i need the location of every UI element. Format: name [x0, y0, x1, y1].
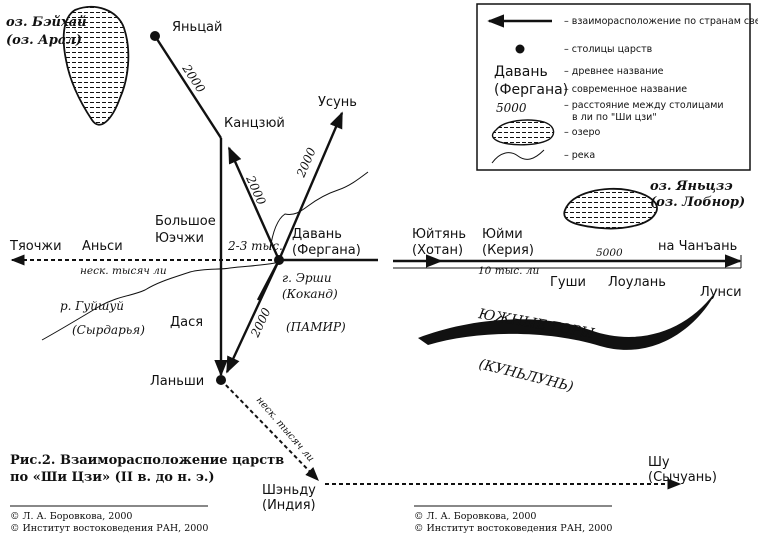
- label-guishui: р. Гуйшуй: [60, 299, 124, 313]
- route-davan-kangju: [227, 146, 281, 261]
- route-davan-ershi: [256, 259, 281, 301]
- legend-dist-sample: 5000: [496, 101, 527, 115]
- label-lunsi: Лунси: [700, 285, 742, 300]
- legend-name-sample: Давань: [494, 64, 548, 80]
- legend-river-icon: [491, 149, 545, 164]
- label-tyaochzhi: Тяочжи: [9, 239, 62, 254]
- label-lobnor: (оз. Лобнор): [650, 195, 745, 210]
- dist-davan-yuechzhi: 2-3 тыс.: [227, 239, 283, 253]
- copyright-right-1: © Л. А. Боровкова, 2000: [414, 511, 536, 522]
- label-chanan: на Чанъань: [658, 239, 737, 254]
- label-shu: Шу: [648, 455, 670, 470]
- label-yuimi: Юйми: [482, 227, 523, 242]
- kunlun-mountains: [418, 288, 718, 350]
- dist-east: 10 тыс. ли: [478, 265, 539, 277]
- label-keriya: (Керия): [482, 243, 534, 258]
- label-pamir: (ПАМИР): [286, 320, 346, 334]
- legend-river-text: – река: [564, 150, 595, 161]
- label-kangju: Канцзюй: [224, 116, 285, 131]
- caption-line-2: по «Ши Цзи» (II в. до н. э.): [10, 470, 215, 485]
- label-davan: Давань: [292, 227, 342, 242]
- dist-ansi: неск. тысяч ли: [80, 265, 167, 277]
- legend-modern-sample: (Фергана): [494, 82, 568, 98]
- label-shendu: Шэньду: [262, 483, 316, 498]
- legend-distance-text-2: в ли по "Ши цзи": [572, 112, 657, 123]
- copyright-right-2: © Институт востоковедения РАН, 2000: [414, 523, 612, 534]
- lake-beihai-shape: [62, 6, 130, 126]
- legend-ancient-text: – древнее название: [564, 66, 664, 77]
- label-dasya: Дася: [170, 315, 203, 330]
- legend-lake-text: – озеро: [564, 127, 601, 138]
- copyright-left-1: © Л. А. Боровкова, 2000: [10, 511, 132, 522]
- label-kokand: (Коканд): [282, 287, 338, 301]
- label-ershi: г. Эрши: [282, 271, 332, 285]
- lake-yantse-shape: [563, 187, 658, 230]
- copyright-left-2: © Институт востоковедения РАН, 2000: [10, 523, 208, 534]
- label-yuityan: Юйтянь: [412, 227, 466, 242]
- river-upper: [269, 171, 369, 251]
- label-syrdarya: (Сырдарья): [72, 323, 145, 337]
- legend-distance-text-1: – расстояние между столицами: [564, 100, 724, 111]
- label-loulan: Лоулань: [608, 275, 666, 290]
- label-gushi: Гуши: [550, 275, 586, 290]
- legend-arrow-text: – взаиморасположение по странам света: [564, 16, 758, 27]
- river-guishui: [41, 262, 276, 341]
- label-beihai: оз. Бэйхай: [6, 15, 87, 30]
- route-davan-usun: [277, 111, 344, 261]
- legend-capital-icon: [515, 44, 525, 54]
- capital-davan: [274, 255, 284, 265]
- label-bolshoe: Большое: [155, 214, 216, 229]
- label-yantse: оз. Яньцзэ: [650, 179, 733, 194]
- caption-line-1: Рис.2. Взаиморасположение царств: [10, 453, 284, 468]
- dist-davan-lanshi: 2000: [248, 305, 274, 340]
- label-yuechzhi: Юэчжи: [155, 231, 204, 246]
- capital-lanshi: [216, 375, 226, 385]
- legend-modern-text: – современное название: [564, 84, 687, 95]
- label-usun: Усунь: [318, 95, 357, 110]
- label-lanshi: Ланьши: [150, 374, 204, 389]
- label-khotan: (Хотан): [412, 243, 463, 258]
- route-lanshi-shendu: [220, 379, 319, 482]
- label-aral: (оз. Арал): [6, 33, 82, 48]
- label-sichuan: (Сычуань): [648, 470, 717, 485]
- dist-east-5000: 5000: [596, 247, 623, 259]
- label-yantsai: Яньцай: [172, 20, 222, 35]
- label-india: (Индия): [262, 498, 316, 513]
- label-fergana: (Фергана): [292, 243, 361, 258]
- legend-capital-text: – столицы царств: [564, 44, 653, 55]
- label-kunlun: (КУНЬЛУНЬ): [477, 356, 575, 395]
- label-ansi: Аньси: [82, 239, 123, 254]
- legend-lake-icon: [491, 119, 555, 146]
- route-yantsai-kangju: [153, 35, 223, 139]
- capital-yantsai: [150, 31, 160, 41]
- label-south-mountains: ЮЖНЫЕ ГОРЫ: [476, 306, 595, 342]
